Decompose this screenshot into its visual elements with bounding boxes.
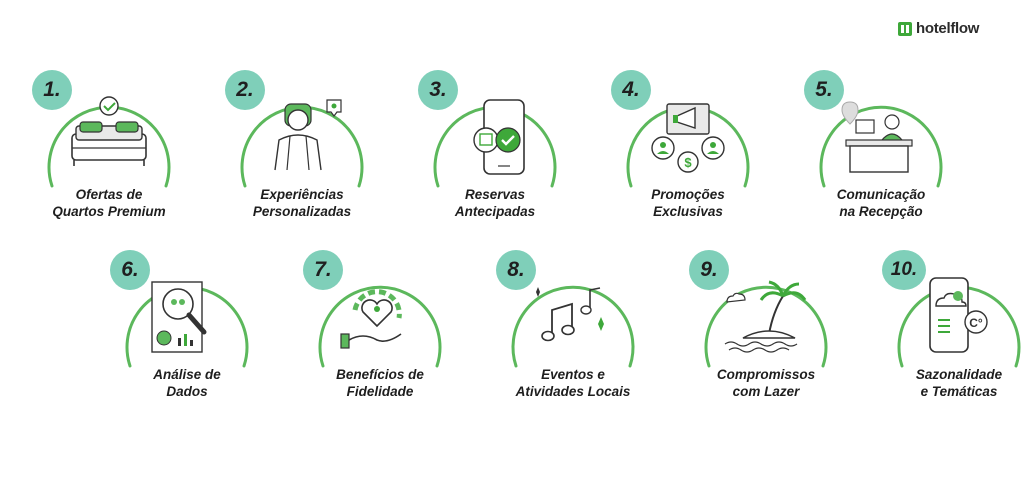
phone-booking-icon [473, 99, 525, 175]
palm-island-icon [724, 280, 807, 353]
reception-desk-icon [841, 101, 913, 173]
step-number: 9. [689, 250, 729, 290]
step-number: 5. [804, 70, 844, 110]
step-number: 3. [418, 70, 458, 110]
step-number: 10. [882, 250, 926, 290]
step-number: 6. [110, 250, 150, 290]
brand-logo: hotelflow [898, 20, 979, 37]
svg-text:$: $ [684, 155, 692, 170]
data-analysis-icon [151, 281, 207, 353]
megaphone-icon: $ [651, 103, 725, 173]
step-number: 7. [303, 250, 343, 290]
loyalty-heart-icon [340, 289, 402, 349]
traveler-icon [274, 99, 342, 171]
bed-icon [71, 96, 147, 166]
step-number: 4. [611, 70, 651, 110]
svg-text:C°: C° [969, 316, 983, 330]
step-number: 1. [32, 70, 72, 110]
brand-name: hotelflow [916, 20, 980, 37]
step-number: 2. [225, 70, 265, 110]
music-notes-icon [536, 287, 604, 342]
weather-app-icon: C° [929, 277, 988, 353]
step-number: 8. [496, 250, 536, 290]
hotelflow-logo-icon [898, 21, 912, 36]
